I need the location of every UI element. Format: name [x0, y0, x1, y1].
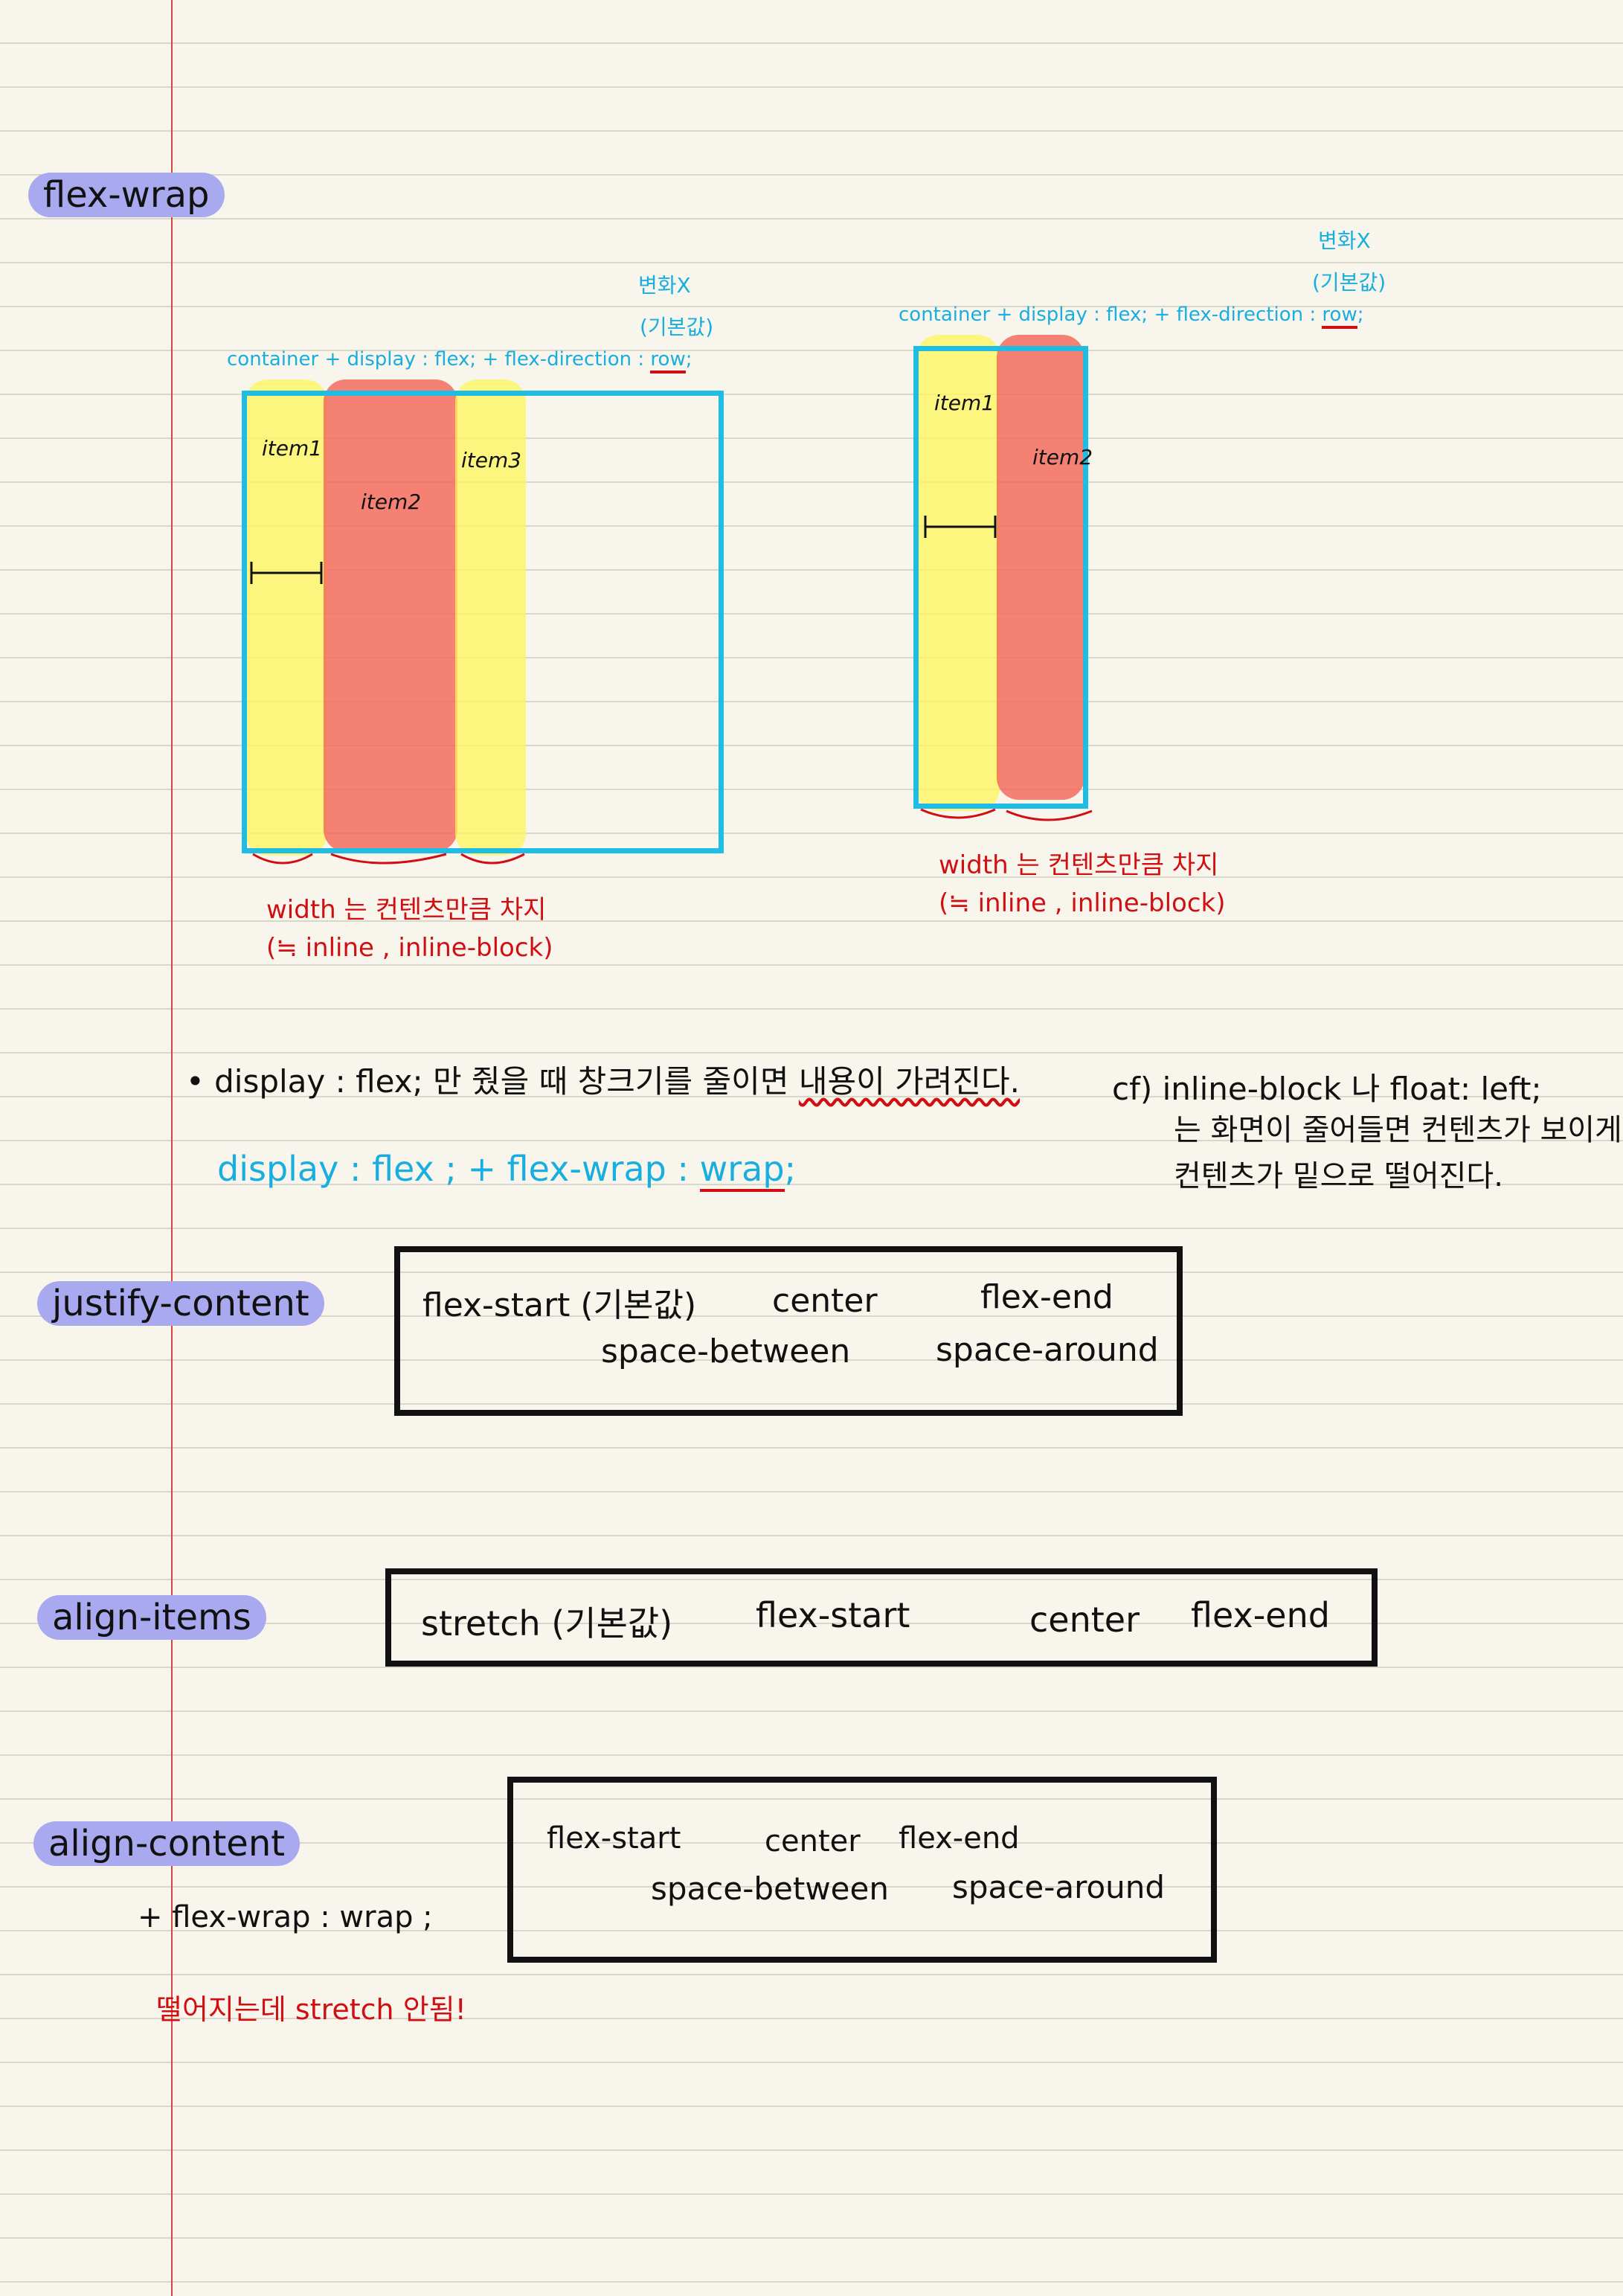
- default-note: (기본값): [1312, 270, 1386, 295]
- item3-label: item3: [461, 448, 522, 472]
- inline-note: (≒ inline , inline-block): [939, 888, 1226, 918]
- margin-line: [171, 0, 173, 2296]
- item2-label: item2: [361, 490, 422, 514]
- item3-bar: [455, 379, 526, 856]
- item2-label: item2: [1032, 445, 1093, 469]
- container-caption: container + display : flex; + flex-direc…: [227, 348, 692, 373]
- value-flex-start: flex-start: [756, 1595, 910, 1635]
- value-flex-start: flex-start: [547, 1821, 681, 1856]
- justify-content-box: flex-start (기본값) center flex-end space-b…: [394, 1246, 1183, 1416]
- section-heading-align-items: align-items: [37, 1595, 266, 1640]
- inline-note: (≒ inline , inline-block): [266, 933, 553, 963]
- item-brackets: [252, 853, 525, 865]
- row-value: row: [650, 348, 686, 373]
- item1-bar: [916, 335, 1000, 811]
- width-measure-icon: [250, 562, 323, 584]
- value-space-between: space-between: [651, 1870, 889, 1907]
- item2-bar: [997, 335, 1084, 800]
- container-caption-prefix: container + display : flex; + flex-direc…: [227, 348, 651, 371]
- row-suffix: ;: [685, 348, 692, 371]
- value-flex-end: flex-end: [1191, 1595, 1330, 1635]
- align-items-box: stretch (기본값) flex-start center flex-end: [385, 1568, 1378, 1667]
- wrap-note: + flex-wrap : wrap ;: [138, 1900, 433, 1934]
- value-center: center: [1029, 1600, 1140, 1640]
- value-space-between: space-between: [601, 1333, 851, 1370]
- cf-line-2: 는 화면이 줄어들면 컨텐츠가 보이게: [1174, 1113, 1622, 1147]
- row-suffix: ;: [1357, 304, 1364, 326]
- change-note: 변화X: [638, 273, 691, 298]
- value-space-around: space-around: [936, 1331, 1159, 1369]
- item1-label: item1: [934, 391, 995, 415]
- flex-container-box: [242, 391, 724, 853]
- cf-line-3: 컨텐츠가 밑으로 떨어진다.: [1174, 1159, 1503, 1193]
- cf-line-1: cf) inline-block 나 float: left;: [1112, 1071, 1542, 1107]
- wrap-prefix: display : flex ; + flex-wrap :: [217, 1149, 700, 1189]
- value-stretch: stretch (기본값): [421, 1603, 673, 1644]
- align-content-box: flex-start center flex-end space-between…: [507, 1777, 1217, 1963]
- width-note: width 는 컨텐츠만큼 차지: [266, 895, 547, 925]
- wrap-code-note: display : flex ; + flex-wrap : wrap;: [217, 1149, 797, 1192]
- width-measure-icon: [924, 516, 997, 538]
- wrap-suffix: ;: [784, 1149, 797, 1189]
- item2-bar: [324, 379, 457, 852]
- container-caption-prefix: container + display : flex; + flex-direc…: [899, 304, 1322, 326]
- bullet-emphasis: 내용이 가려진다.: [798, 1063, 1021, 1100]
- section-heading-flex-wrap: flex-wrap: [28, 173, 225, 217]
- flex-container-box: [913, 346, 1088, 809]
- item-brackets: [920, 808, 1093, 821]
- change-note: 변화X: [1318, 228, 1371, 253]
- value-flex-end: flex-end: [899, 1821, 1020, 1856]
- bullet-prefix: • display : flex; 만 줬을 때 창크기를 줄이면: [186, 1063, 799, 1100]
- item1-label: item1: [262, 436, 323, 461]
- section-heading-align-content: align-content: [33, 1821, 301, 1866]
- container-caption: container + display : flex; + flex-direc…: [899, 304, 1364, 329]
- value-center: center: [765, 1824, 861, 1859]
- width-note: width 는 컨텐츠만큼 차지: [939, 850, 1219, 880]
- section-heading-justify-content: justify-content: [37, 1281, 324, 1326]
- value-flex-end: flex-end: [980, 1278, 1113, 1316]
- row-value: row: [1322, 304, 1357, 329]
- item1-bar: [245, 379, 327, 856]
- stretch-warning: 떨어지는데 stretch 안됨!: [156, 1993, 466, 2026]
- value-flex-start: flex-start (기본값): [422, 1286, 697, 1324]
- wrap-value: wrap: [699, 1149, 785, 1192]
- bullet-note: • display : flex; 만 줬을 때 창크기를 줄이면 내용이 가려…: [186, 1056, 1020, 1102]
- default-note: (기본값): [640, 315, 714, 339]
- value-space-around: space-around: [952, 1869, 1166, 1905]
- value-center: center: [772, 1282, 878, 1320]
